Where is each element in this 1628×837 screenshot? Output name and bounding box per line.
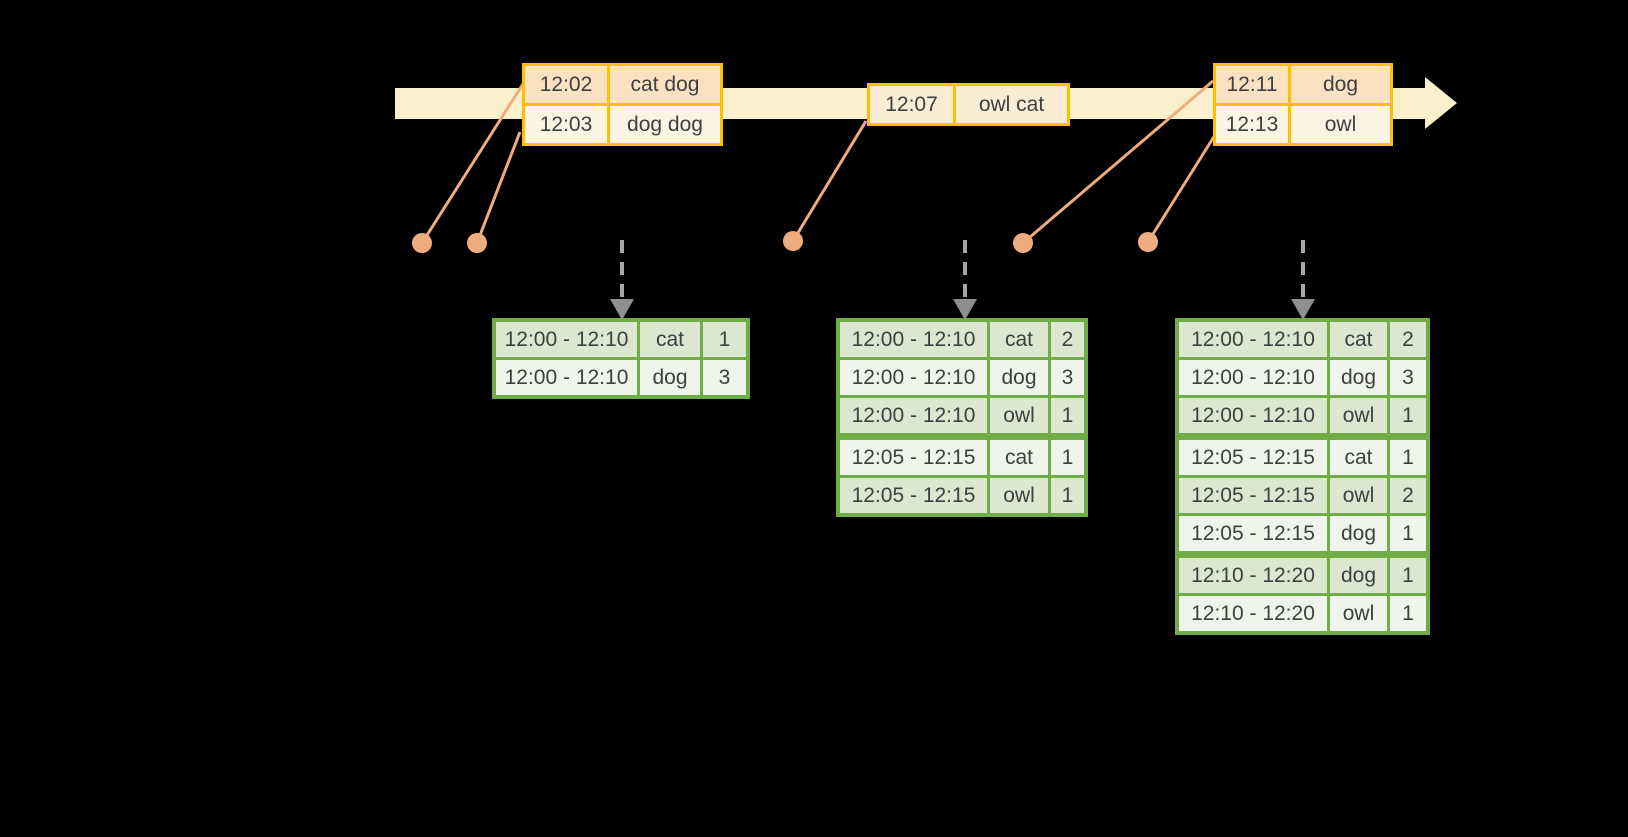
word-cell: cat [1330,440,1387,475]
count-cell: 3 [1051,360,1084,395]
event-dot-icon [412,233,432,253]
event-time-cell: 12:03 [525,106,607,143]
window-cell: 12:05 - 12:15 [840,440,987,475]
count-cell: 1 [1051,440,1084,475]
event-dot-icon [783,231,803,251]
timeline-arrowhead-icon [1425,77,1457,129]
event-words-cell: owl [1291,106,1390,143]
window-cell: 12:00 - 12:10 [496,322,637,357]
event-time-cell: 12:13 [1216,106,1288,143]
count-cell: 2 [1390,478,1426,513]
word-cell: cat [990,322,1048,357]
word-cell: cat [1330,322,1387,357]
word-cell: dog [1330,360,1387,395]
count-cell: 1 [1390,516,1426,551]
count-cell: 1 [1051,478,1084,513]
window-cell: 12:05 - 12:15 [1179,440,1327,475]
event-words-cell: dog [1291,66,1390,103]
trigger-arrowhead-icon [953,299,977,320]
word-cell: owl [1330,478,1387,513]
event-words-cell: owl cat [956,86,1067,123]
count-cell: 1 [1390,440,1426,475]
window-cell: 12:10 - 12:20 [1179,558,1327,593]
count-cell: 1 [1390,398,1426,433]
window-cell: 12:00 - 12:10 [496,360,637,395]
count-cell: 1 [1390,596,1426,631]
count-cell: 1 [1390,558,1426,593]
word-cell: owl [990,478,1048,513]
event-connector-line [791,120,868,242]
count-cell: 2 [1051,322,1084,357]
count-cell: 1 [1051,398,1084,433]
event-connector-line [475,131,522,244]
window-cell: 12:00 - 12:10 [1179,360,1327,395]
window-cell: 12:00 - 12:10 [1179,398,1327,433]
word-cell: owl [990,398,1048,433]
word-cell: owl [1330,596,1387,631]
event-connector-line [1146,134,1217,243]
event-dot-icon [1013,233,1033,253]
word-cell: cat [990,440,1048,475]
word-cell: dog [640,360,700,395]
window-cell: 12:00 - 12:10 [840,398,987,433]
event-words-cell: dog dog [610,106,720,143]
event-time-cell: 12:11 [1216,66,1288,103]
word-cell: owl [1330,398,1387,433]
trigger-arrowhead-icon [610,299,634,320]
window-cell: 12:00 - 12:10 [1179,322,1327,357]
word-cell: cat [640,322,700,357]
word-cell: dog [1330,516,1387,551]
event-time-cell: 12:02 [525,66,607,103]
count-cell: 3 [1390,360,1426,395]
event-time-cell: 12:07 [870,86,953,123]
count-cell: 2 [1390,322,1426,357]
window-cell: 12:10 - 12:20 [1179,596,1327,631]
count-cell: 3 [703,360,746,395]
window-cell: 12:00 - 12:10 [840,322,987,357]
trigger-arrowhead-icon [1291,299,1315,320]
event-dot-icon [467,233,487,253]
word-cell: dog [1330,558,1387,593]
window-cell: 12:05 - 12:15 [840,478,987,513]
trigger-arrows [610,240,1315,320]
window-cell: 12:05 - 12:15 [1179,478,1327,513]
event-dot-icon [1138,232,1158,252]
window-cell: 12:00 - 12:10 [840,360,987,395]
window-cell: 12:05 - 12:15 [1179,516,1327,551]
count-cell: 1 [703,322,746,357]
word-cell: dog [990,360,1048,395]
event-words-cell: cat dog [610,66,720,103]
